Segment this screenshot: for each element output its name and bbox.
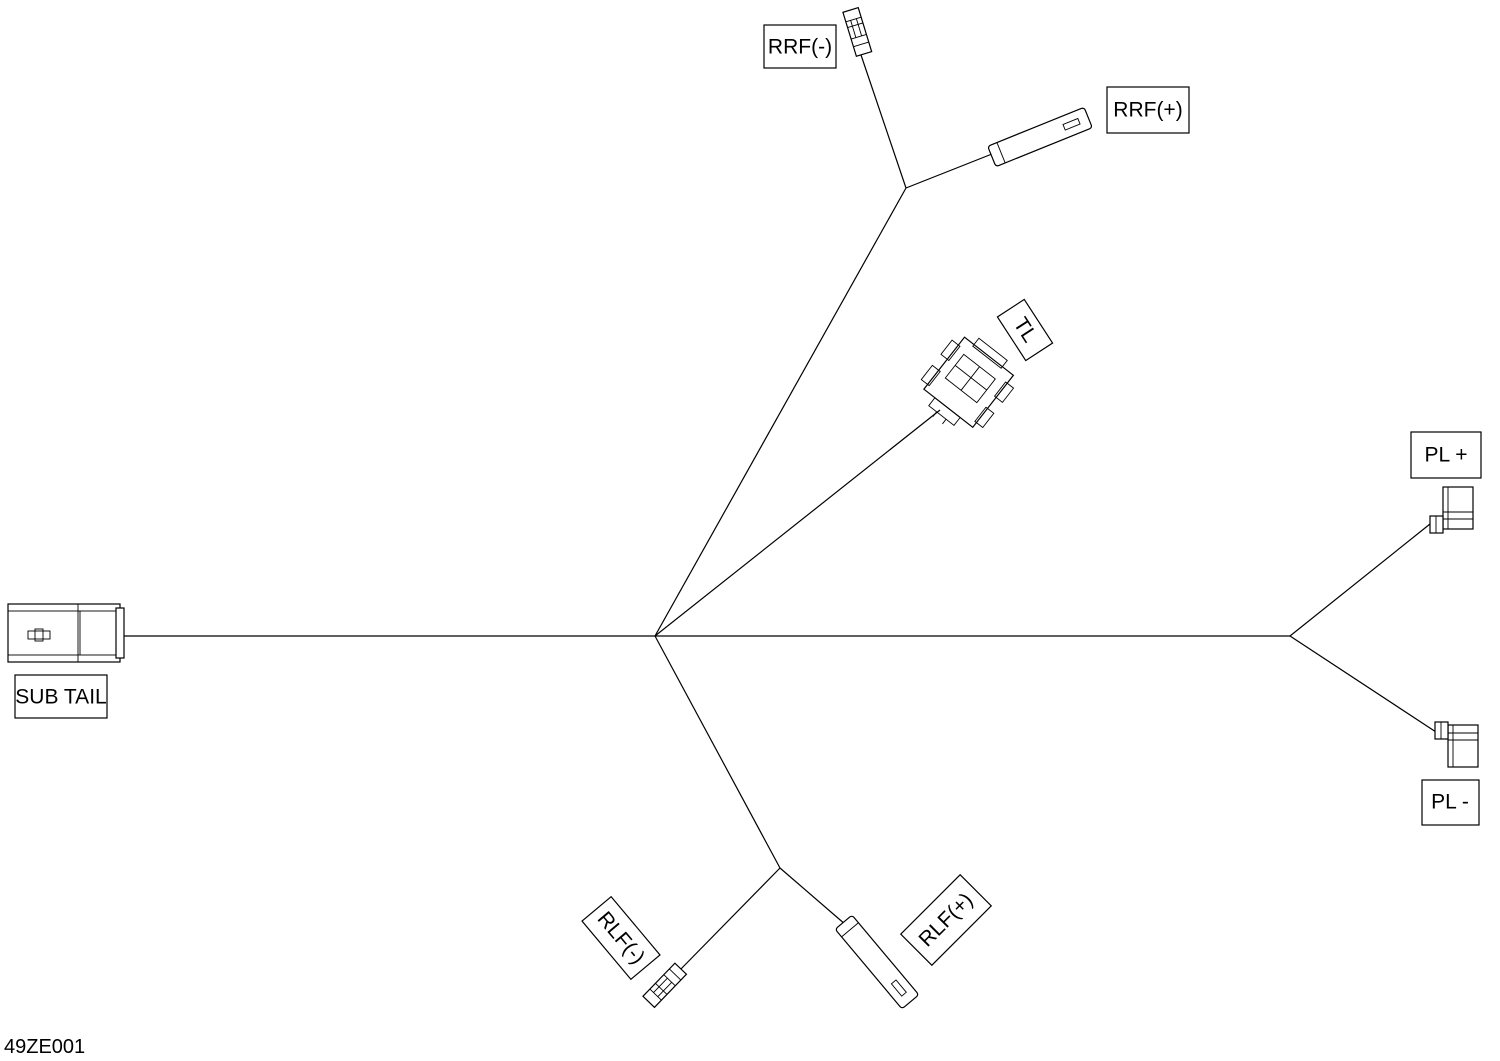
pl-plus-connector bbox=[1429, 486, 1474, 534]
rrf-minus-wire bbox=[860, 54, 907, 189]
label-pl-plus-text: PL + bbox=[1424, 444, 1467, 467]
figure-id: 49ZE001 bbox=[4, 1036, 86, 1058]
label-sub-tail: SUB TAIL bbox=[14, 674, 108, 719]
rlf-plus-connector bbox=[835, 915, 919, 1009]
rrf-minus-connector bbox=[842, 6, 873, 58]
label-sub-tail-text: SUB TAIL bbox=[15, 686, 106, 709]
label-rrf-minus: RRF(-) bbox=[763, 24, 837, 69]
tl-branch-wire bbox=[654, 409, 941, 637]
label-pl-plus: PL + bbox=[1410, 431, 1482, 479]
label-rrf-plus: RRF(+) bbox=[1106, 86, 1190, 134]
pl-minus-connector bbox=[1434, 721, 1479, 768]
label-pl-minus: PL - bbox=[1421, 779, 1480, 826]
label-rlf-plus: RLF(+) bbox=[899, 873, 993, 967]
rlf-minus-wire bbox=[677, 867, 781, 973]
rlf-plus-wire bbox=[779, 867, 847, 926]
rlf-minus-connector bbox=[642, 962, 688, 1009]
sub-tail-connector bbox=[7, 603, 125, 663]
rrf-branch-wire bbox=[654, 187, 907, 637]
label-rlf-minus: RLF(-) bbox=[581, 895, 661, 981]
label-rrf-plus-text: RRF(+) bbox=[1113, 99, 1182, 122]
pl-minus-wire bbox=[1289, 635, 1437, 733]
label-tl: TL bbox=[996, 298, 1054, 362]
harness-wires bbox=[124, 54, 1437, 973]
rrf-plus-wire bbox=[905, 153, 993, 189]
label-pl-minus-text: PL - bbox=[1431, 791, 1469, 814]
pl-plus-wire bbox=[1289, 523, 1431, 637]
tl-connector bbox=[920, 336, 1015, 429]
rrf-plus-connector bbox=[987, 107, 1093, 167]
label-rrf-minus-text: RRF(-) bbox=[768, 36, 832, 59]
rlf-branch-wire bbox=[654, 635, 781, 869]
